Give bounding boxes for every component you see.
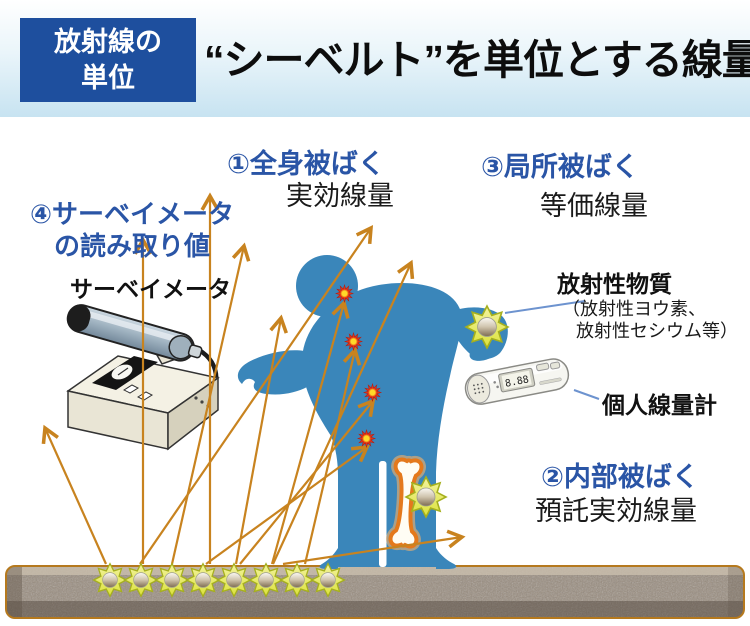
person-silhouette <box>237 255 508 569</box>
radiation-unit-badge: 放射線の 単位 <box>20 18 196 102</box>
radiation-star-icon <box>248 562 284 598</box>
person-leg-gap <box>379 461 387 567</box>
bone-radiation-star-icon <box>405 476 447 518</box>
bone-icon <box>386 455 426 551</box>
page-title: “シーベルト”を単位とする線量 <box>204 37 750 83</box>
person-right-foot <box>436 548 457 569</box>
survey-meter-illustration <box>66 304 220 451</box>
person-left-arm <box>237 350 311 395</box>
badge-line1: 放射線の <box>54 26 162 57</box>
radiation-star-icon <box>185 562 221 598</box>
radiation-star-icon <box>123 562 159 598</box>
survey-meter-box-side <box>167 376 219 451</box>
hand-radiation-star-icon <box>465 305 509 349</box>
survey-meter-probe <box>66 304 203 362</box>
radiation-star-icon <box>310 562 346 598</box>
radiation-star-icon <box>92 562 128 598</box>
dosimeter-illustration: 8.88 <box>464 358 570 405</box>
ground-slab <box>5 565 745 619</box>
radiation-star-icon <box>154 562 190 598</box>
radiation-star-icon <box>216 562 252 598</box>
person-right-hand <box>469 343 499 361</box>
badge-line2: 単位 <box>81 63 135 93</box>
dosimeter-reading: 8.88 <box>504 374 530 389</box>
radiation-star-icon <box>279 562 315 598</box>
material-connector-line <box>504 300 586 314</box>
survey-meter-switch <box>122 384 140 394</box>
radiation-arrows <box>41 192 466 566</box>
dosimeter-connector-line <box>573 389 600 400</box>
person-left-foot <box>319 548 338 569</box>
